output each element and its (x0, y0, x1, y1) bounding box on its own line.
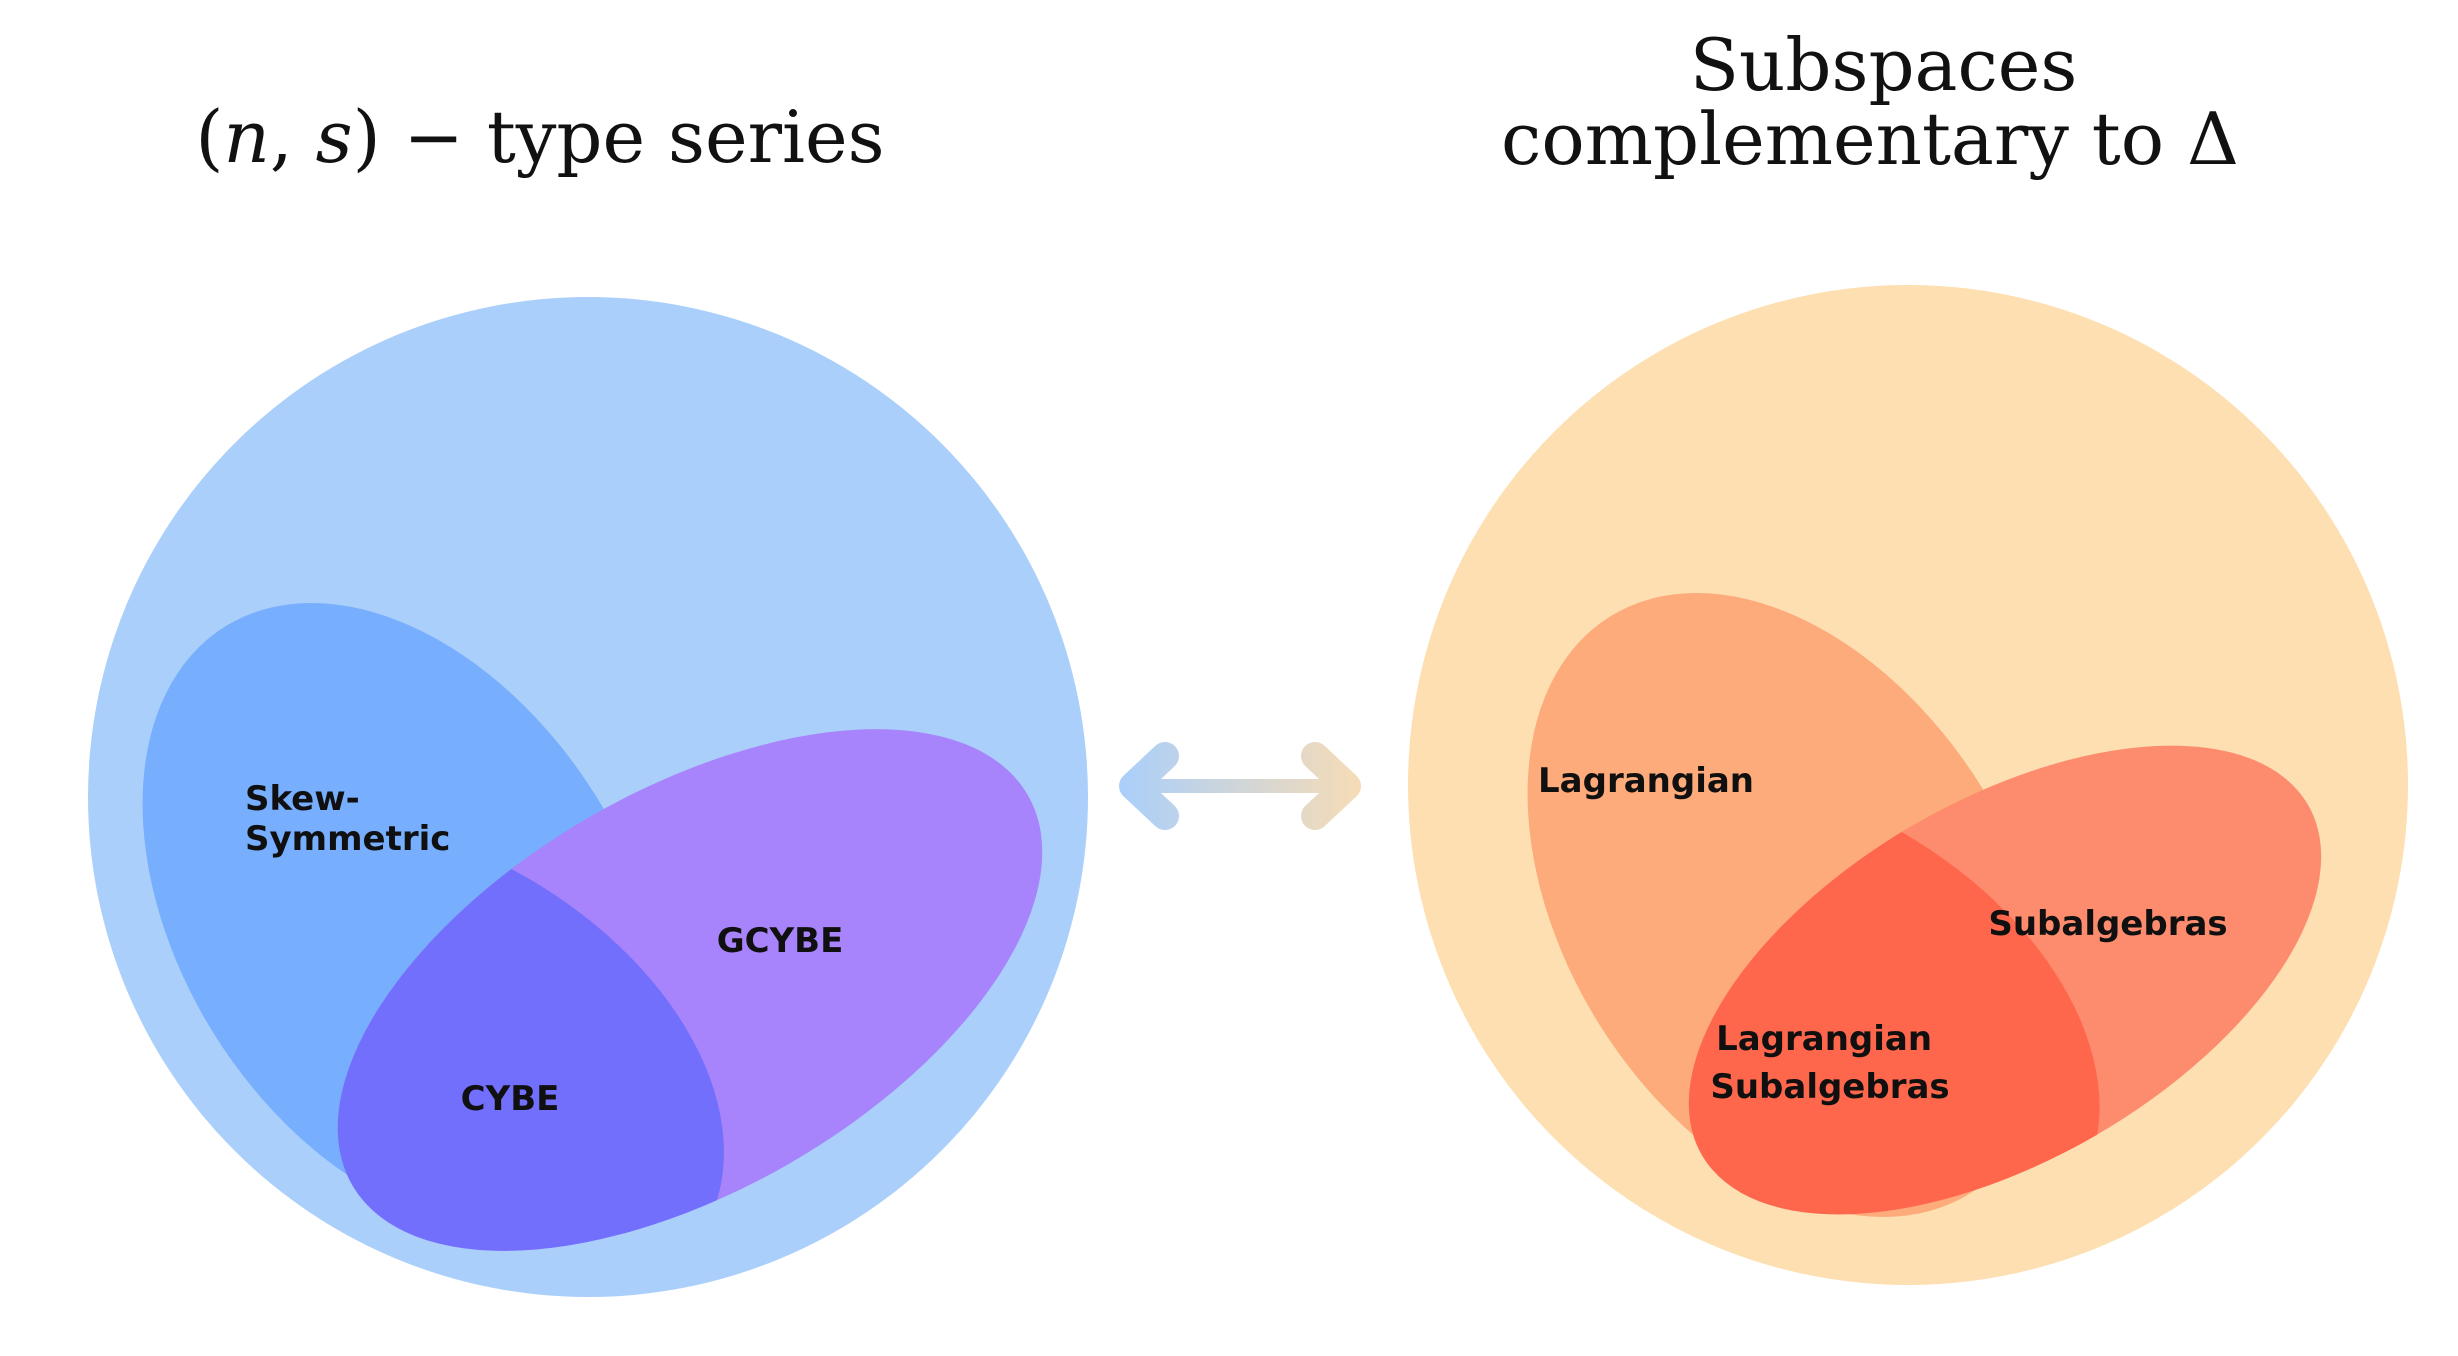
left-title: (n, s) − type series (195, 95, 884, 179)
lagrangian-label: Lagrangian (1538, 761, 1754, 801)
right-diagram: Subspaces complementary to Δ Lagrangian … (1408, 23, 2408, 1285)
lagrangian-subalgebras-label: Lagrangian Subalgebras (1710, 1019, 1949, 1107)
bidirectional-arrow-icon (1119, 742, 1361, 830)
right-title: Subspaces complementary to Δ (1501, 23, 2239, 181)
cybe-label: CYBE (461, 1079, 560, 1119)
skew-symmetric-label: Skew- Symmetric (245, 779, 450, 859)
left-diagram: (n, s) − type series Skew- Symmetric GCY… (88, 95, 1088, 1297)
gcybe-label: GCYBE (717, 921, 844, 961)
subalgebras-label: Subalgebras (1988, 904, 2227, 944)
